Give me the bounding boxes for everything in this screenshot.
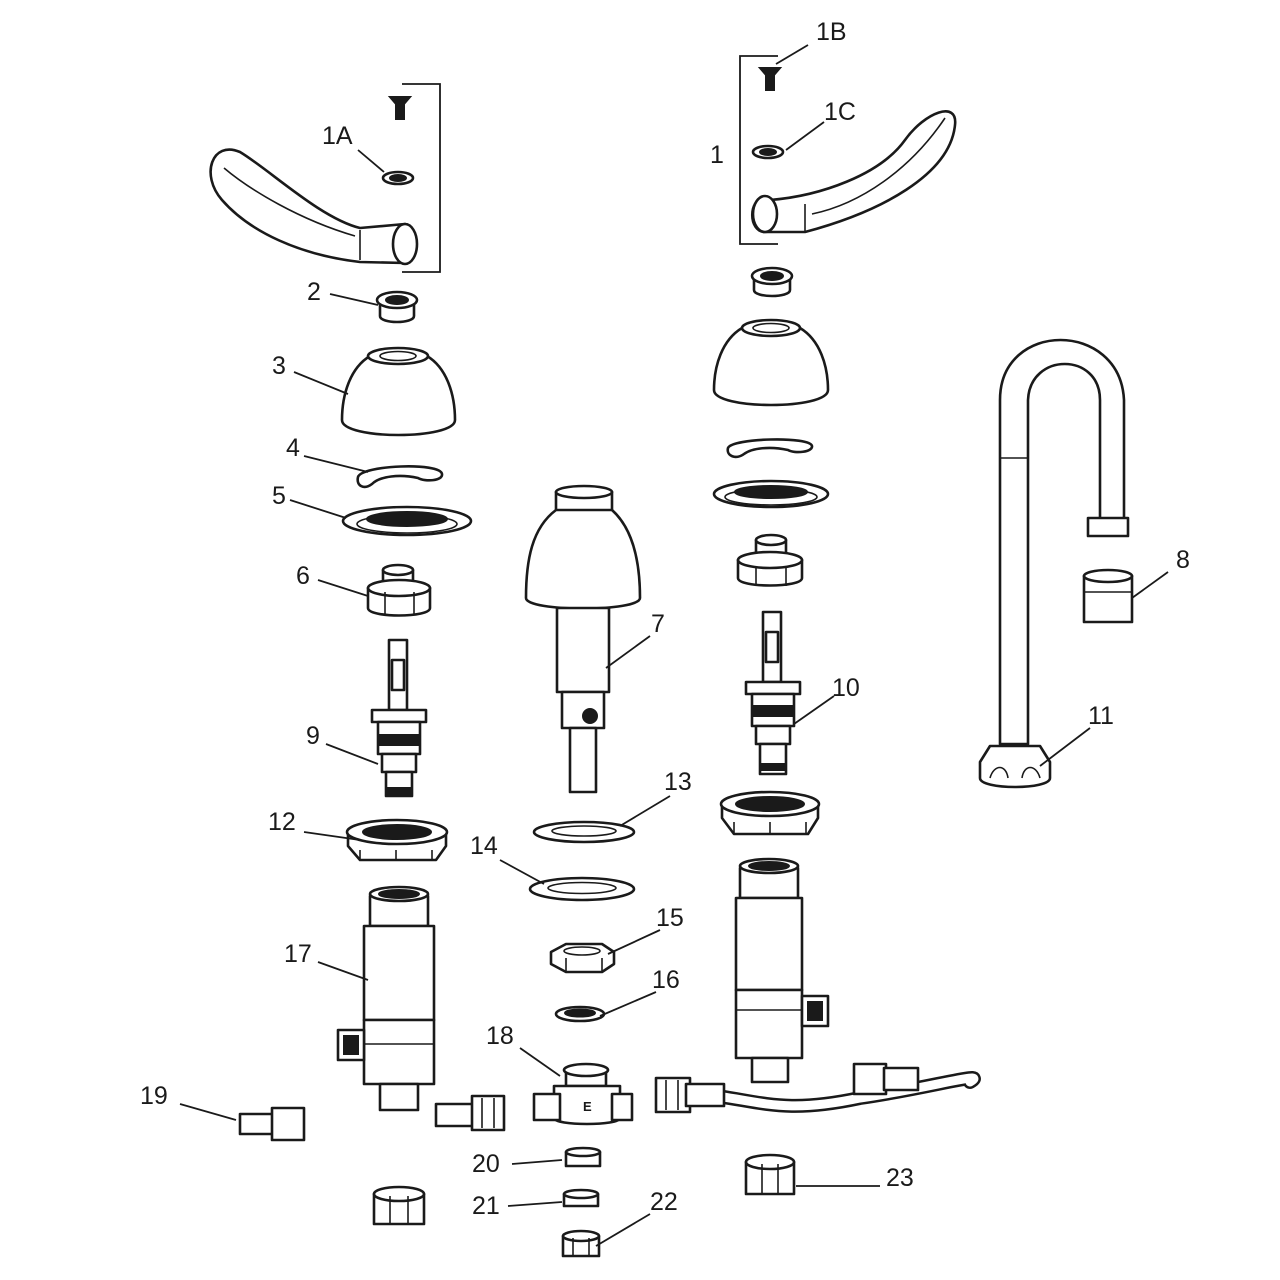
left-index-button <box>375 290 419 324</box>
left-dome-cap <box>340 346 457 437</box>
right-handle-washer <box>751 144 785 160</box>
center-ring-16 <box>554 1005 606 1023</box>
callout-19: 19 <box>140 1082 168 1110</box>
callout-12: 12 <box>268 808 296 836</box>
callout-18: 18 <box>486 1022 514 1050</box>
left-cap-nut <box>372 1185 426 1226</box>
left-locknut-flange <box>345 818 449 862</box>
callout-3: 3 <box>272 352 286 380</box>
left-supply-hose <box>198 1094 506 1158</box>
right-shank <box>734 857 830 1084</box>
left-cartridge <box>370 638 428 798</box>
gooseneck-spout-group <box>978 338 1134 789</box>
right-retaining-clip <box>726 438 814 459</box>
left-shank <box>336 885 436 1112</box>
center-spout-base <box>524 484 642 794</box>
callout-1c: 1C <box>824 98 856 126</box>
callout-5: 5 <box>272 482 286 510</box>
center-small-nut <box>561 1229 601 1258</box>
callout-6: 6 <box>296 562 310 590</box>
callout-labels: 1 1A 1B 1C 2 3 4 5 6 7 8 9 10 11 12 13 1… <box>140 18 1190 1220</box>
aerator <box>1082 568 1134 624</box>
right-cap-nut <box>744 1153 796 1196</box>
left-retaining-clip <box>356 465 444 489</box>
spout-base-nut <box>978 744 1052 789</box>
center-ring-20 <box>564 1146 602 1168</box>
right-handle-bracket <box>739 55 778 245</box>
callout-7: 7 <box>651 610 665 638</box>
tee-marking: E <box>583 1099 592 1114</box>
right-index-button <box>750 266 794 298</box>
right-dome-cap <box>712 318 830 407</box>
callout-8: 8 <box>1176 546 1190 574</box>
left-bonnet-nut <box>366 563 432 617</box>
center-ring-21 <box>562 1188 600 1208</box>
right-supply-hose <box>654 1062 981 1114</box>
callout-14: 14 <box>470 832 498 860</box>
left-flange-washer <box>341 505 473 537</box>
center-tee-fitting: E <box>532 1062 634 1126</box>
callout-21: 21 <box>472 1192 500 1220</box>
right-locknut-flange <box>719 790 821 836</box>
callout-17: 17 <box>284 940 312 968</box>
callout-22: 22 <box>650 1188 678 1216</box>
callout-13: 13 <box>664 768 692 796</box>
callout-1b: 1B <box>816 18 847 46</box>
right-bonnet-nut <box>736 533 804 587</box>
callout-10: 10 <box>832 674 860 702</box>
left-handle-group <box>198 83 506 1226</box>
left-handle-bracket <box>402 83 441 273</box>
callout-16: 16 <box>652 966 680 994</box>
right-cartridge <box>744 610 802 776</box>
callout-1: 1 <box>710 141 724 169</box>
right-handle-screw <box>757 67 783 91</box>
right-handle-group <box>654 55 981 1196</box>
callout-11: 11 <box>1088 702 1114 730</box>
center-hex-nut <box>549 942 616 974</box>
center-gasket-14 <box>528 876 636 902</box>
callout-9: 9 <box>306 722 320 750</box>
callout-2: 2 <box>307 278 321 306</box>
left-wristblade-handle <box>209 148 419 266</box>
callout-20: 20 <box>472 1150 500 1178</box>
callout-23: 23 <box>886 1164 914 1192</box>
left-handle-washer <box>381 170 415 186</box>
leader-lines <box>179 44 1169 1247</box>
left-handle-screw <box>387 96 413 120</box>
right-flange-washer <box>712 479 830 509</box>
callout-15: 15 <box>656 904 684 932</box>
callout-1a: 1A <box>322 122 353 150</box>
gooseneck-spout <box>998 338 1130 746</box>
center-group: E <box>524 484 642 1258</box>
center-gasket-13 <box>532 820 636 844</box>
callout-4: 4 <box>286 434 300 462</box>
right-wristblade-handle <box>751 110 957 234</box>
